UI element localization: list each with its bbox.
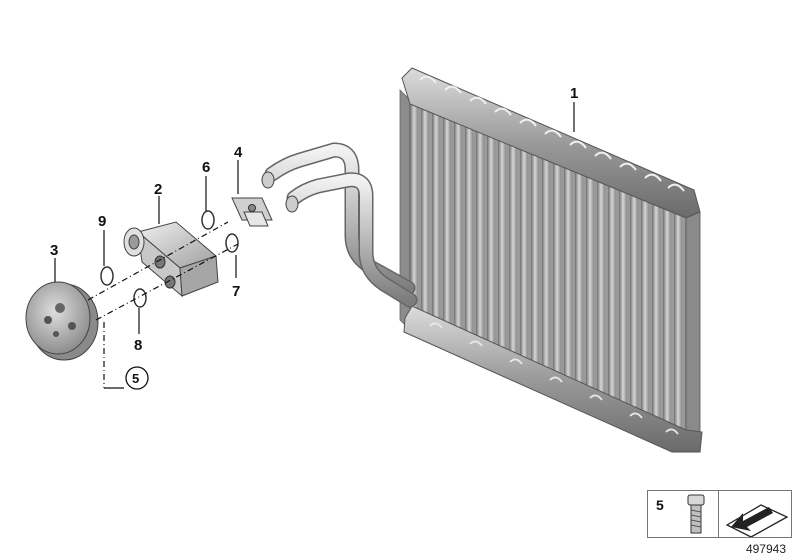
diagram-id: 497943 bbox=[745, 542, 786, 556]
callout-9: 9 bbox=[98, 213, 106, 230]
leader-lines bbox=[54, 102, 575, 389]
callout-numbers: 1 2 3 4 6 7 8 9 5 bbox=[50, 85, 578, 390]
o-ring-8 bbox=[133, 288, 147, 308]
callout-8: 8 bbox=[134, 337, 142, 354]
pipe-bracket bbox=[231, 197, 273, 227]
callout-2: 2 bbox=[154, 181, 162, 198]
refrigerant-pipes bbox=[261, 142, 418, 308]
callout-7: 7 bbox=[232, 283, 240, 300]
evaporator-fins bbox=[410, 100, 682, 445]
o-ring-6 bbox=[201, 210, 215, 230]
o-ring-7 bbox=[225, 233, 239, 253]
callout-4: 4 bbox=[234, 144, 243, 161]
connection-flange bbox=[25, 281, 99, 361]
evaporator bbox=[399, 67, 703, 453]
callout-6: 6 bbox=[202, 159, 210, 176]
expansion-valve bbox=[123, 221, 219, 298]
screw-icon bbox=[687, 494, 705, 534]
parts-legend: 5 bbox=[647, 490, 792, 538]
legend-symbol-cell bbox=[718, 490, 792, 538]
callout-1: 1 bbox=[570, 85, 578, 102]
o-ring-9 bbox=[100, 266, 114, 286]
callout-3: 3 bbox=[50, 242, 58, 259]
legend-screw-cell: 5 bbox=[647, 490, 719, 538]
callout-5: 5 bbox=[132, 371, 139, 386]
legend-part-number: 5 bbox=[656, 497, 664, 513]
arrow-plate-icon bbox=[725, 504, 789, 537]
callout-5-circle bbox=[125, 366, 149, 390]
